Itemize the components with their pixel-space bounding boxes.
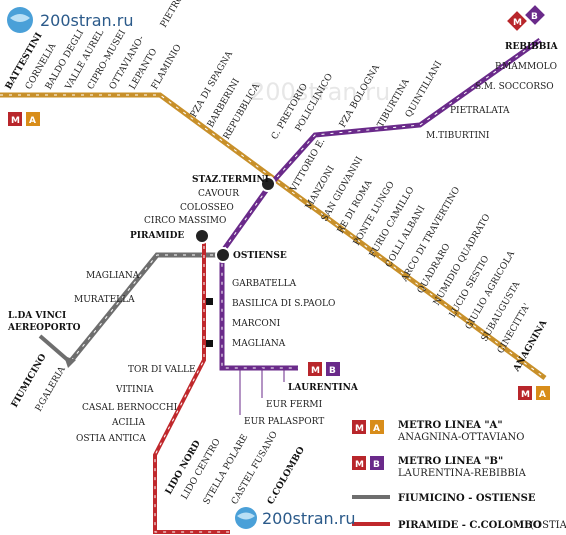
legend-fiumicino: FIUMICINO - OSTIENSE	[352, 493, 536, 504]
fiumicino-dashes	[69, 254, 222, 363]
legend-title: METRO LINEA "B"	[398, 456, 503, 467]
legend-line-a: M A METRO LINEA "A" ANAGNINA-OTTAVIANO	[352, 420, 524, 443]
station-label: LAURENTINA	[288, 383, 359, 393]
stop-marker	[206, 298, 213, 305]
station-label: CAVOUR	[198, 189, 239, 199]
station-label: MAGLIANA	[86, 271, 140, 281]
badge-a-right: M A	[518, 386, 550, 400]
station-label: EUR FERMI	[266, 400, 323, 410]
station-label: P.MAMMOLO	[495, 62, 557, 72]
station-label: VITINIA	[115, 385, 154, 395]
svg-text:A: A	[539, 390, 546, 400]
legend-line-b: M B METRO LINEA "B" LAURENTINA-REBIBBIA	[352, 456, 527, 479]
ostia-dashes	[154, 237, 230, 533]
globe-highlight	[237, 512, 255, 520]
station-label: CIRCO MASSIMO	[144, 216, 226, 226]
station-label: S.M. SOCCORSO	[475, 82, 554, 92]
line-a-dashes	[0, 94, 546, 379]
legend-title: PIRAMIDE - C.COLOMBO	[398, 520, 542, 531]
svg-text:M: M	[513, 18, 522, 28]
station-label: MAGLIANA	[232, 339, 286, 349]
svg-text:A: A	[373, 424, 380, 434]
station-label: PIETRO	[159, 0, 186, 29]
logo-bottom: 200stran.ru	[235, 507, 355, 529]
legend-sub: ANAGNINA-OTTAVIANO	[397, 432, 524, 443]
station-label: BASILICA DI S.PAOLO	[232, 299, 335, 309]
interchange-termini: STAZ.TERMINI	[192, 175, 276, 192]
station-label: TOR DI VALLE	[128, 365, 196, 375]
station-label: ACILIA	[111, 418, 145, 428]
svg-text:M: M	[521, 390, 530, 400]
watermark: 200stran.ru	[250, 78, 390, 106]
svg-text:M: M	[11, 116, 20, 126]
svg-text:B: B	[373, 460, 380, 470]
svg-text:B: B	[329, 366, 336, 376]
legend-ostia: PIRAMIDE - C.COLOMBO (OSTIA)	[352, 520, 566, 531]
station-label: L.DA VINCI	[8, 311, 66, 321]
station-label: EUR PALASPORT	[244, 417, 324, 427]
station-termini: STAZ.TERMINI	[192, 175, 269, 185]
station-label: REBIBBIA	[505, 42, 559, 52]
station-label: CASAL BERNOCCHI	[82, 403, 178, 413]
station-label: COLOSSEO	[180, 203, 234, 213]
badge-b-laurentina: M B	[308, 362, 340, 376]
svg-text:M: M	[355, 424, 364, 434]
station-label: GARBATELLA	[232, 279, 297, 289]
line-fiumicino	[38, 252, 222, 368]
svg-text:M: M	[355, 460, 364, 470]
fiumicino-airport-branch	[38, 334, 72, 364]
station-label: MARCONI	[232, 319, 281, 329]
logo-top: 200stran.ru	[7, 7, 133, 33]
badge-a-left: M A	[8, 112, 40, 126]
legend-sub: LAURENTINA-REBIBBIA	[398, 468, 527, 479]
badge-b-top: M B	[507, 5, 545, 31]
legend-sub: (OSTIA)	[530, 520, 566, 531]
station-ostiense: OSTIENSE	[233, 251, 287, 261]
stop-marker	[206, 340, 213, 347]
station-label: MURATELLA	[74, 295, 135, 305]
station-piramide: PIRAMIDE	[130, 231, 184, 241]
station-label: M.TIBURTINI	[426, 131, 490, 141]
station-label: AEREOPORTO	[7, 323, 81, 333]
legend-title: FIUMICINO - OSTIENSE	[398, 493, 536, 504]
station-label: C.COLOMBO	[266, 445, 307, 506]
svg-text:B: B	[531, 12, 538, 22]
svg-text:M: M	[311, 366, 320, 376]
station-label: OSTIA ANTICA	[76, 434, 146, 444]
interchange-piramide: PIRAMIDE	[130, 228, 210, 244]
globe-highlight	[10, 14, 30, 22]
legend: M A METRO LINEA "A" ANAGNINA-OTTAVIANO M…	[352, 420, 566, 531]
svg-text:A: A	[29, 116, 36, 126]
line-ostia	[153, 237, 230, 534]
logo-top-text: 200stran.ru	[40, 11, 133, 30]
station-label: PIETRALATA	[450, 106, 510, 116]
legend-title: METRO LINEA "A"	[398, 420, 503, 431]
logo-bottom-text: 200stran.ru	[262, 509, 355, 528]
line-a	[0, 92, 547, 381]
interchange-ostiense: OSTIENSE	[215, 247, 287, 263]
